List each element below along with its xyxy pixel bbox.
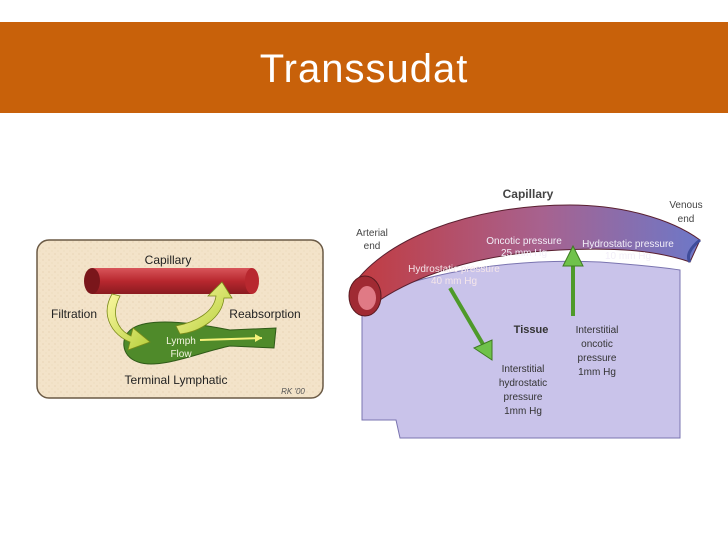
reabsorption-arrow (175, 281, 233, 335)
terminal-lymphatic (123, 321, 277, 365)
filtration-arrow (106, 293, 151, 351)
oncotic-pressure-label: Oncotic pressure (486, 236, 562, 247)
interstitial-hydro-label-1: Interstitial (502, 364, 545, 375)
lymph-flow-arrow (199, 337, 263, 341)
venous-end-label: end (678, 214, 695, 225)
interstitial-oncotic-label-1: Interstitial (576, 325, 619, 336)
signature: RK '00 (281, 387, 305, 396)
tissue-label: Tissue (514, 324, 549, 336)
interstitial-oncotic-label-2: oncotic (581, 339, 613, 350)
arterial-label: Arterial (356, 228, 388, 239)
reabsorption-label: Reabsorption (229, 307, 300, 321)
arterial-hydrostatic-value: 40 mm Hg (431, 276, 477, 287)
venous-hydrostatic-value: 10 mm Hg (605, 251, 651, 262)
venous-label: Venous (669, 200, 702, 211)
tissue-region (361, 260, 681, 439)
flow-label: Flow (170, 349, 192, 360)
filtration-label: Filtration (51, 307, 97, 321)
venous-hydrostatic-label: Hydrostatic pressure (582, 239, 674, 250)
terminal-lymphatic-label: Terminal Lymphatic (125, 373, 228, 387)
right-capillary-label: Capillary (503, 187, 554, 201)
oncotic-pressure-value: 25 mm Hg (501, 248, 547, 259)
reabsorption-pressure-arrow (562, 244, 584, 316)
arterial-hydrostatic-label: Hydrostatic pressure (408, 264, 500, 275)
page-title: Transsudat (259, 47, 469, 91)
interstitial-hydro-label-3: pressure (504, 392, 543, 403)
interstitial-oncotic-value: 1mm Hg (578, 367, 616, 378)
interstitial-hydro-value: 1mm Hg (504, 406, 542, 417)
title-bar (0, 22, 728, 113)
interstitial-hydro-label-2: hydrostatic (499, 378, 547, 389)
arterial-end-label: end (364, 241, 381, 252)
venous-end-cap (686, 238, 701, 263)
lymph-label: Lymph (166, 336, 196, 347)
interstitial-oncotic-label-3: pressure (578, 353, 617, 364)
left-capillary-label: Capillary (145, 253, 192, 267)
filtration-pressure-arrow (448, 286, 493, 361)
